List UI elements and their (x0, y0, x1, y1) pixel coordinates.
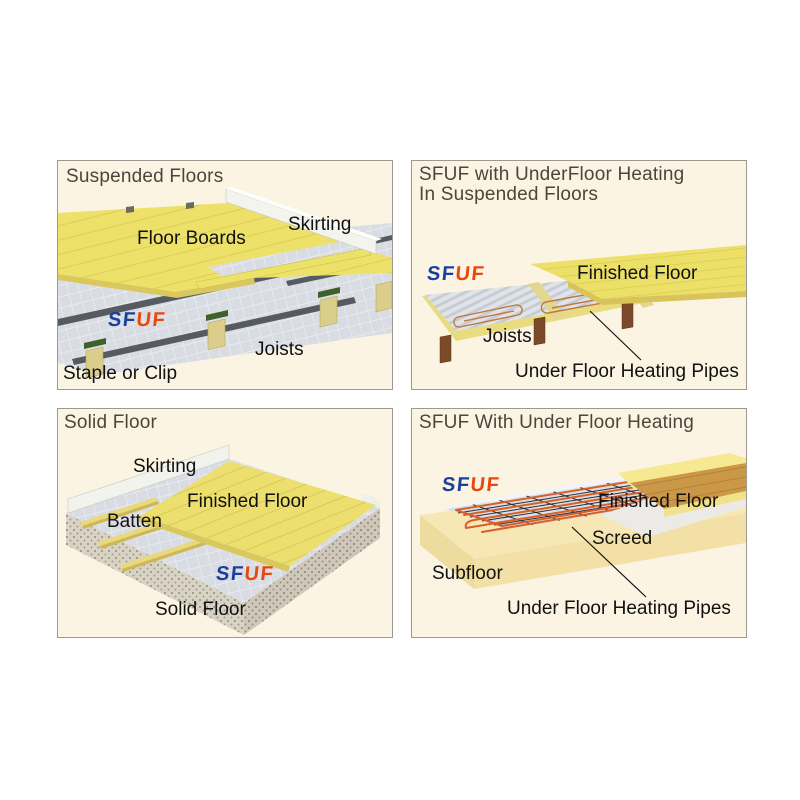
sfuf-logo-uf: UF (469, 474, 502, 496)
label-finished-floor: Finished Floor (577, 263, 698, 284)
skirting-board (225, 187, 382, 255)
label-finished-floor: Finished Floor (598, 491, 719, 512)
label-under-floor-heating-pipes: Under Floor Heating Pipes (515, 361, 739, 382)
suspended-floors-diagram (58, 187, 392, 379)
floor-boards-surface (58, 202, 392, 298)
panel-title-line2: In Suspended Floors (419, 184, 599, 205)
joist-posts (85, 280, 392, 379)
panel-suspended-floors: Suspended Floors Floor Boards Skirting S… (57, 160, 393, 390)
sfuf-logo: SFUF (106, 309, 168, 331)
loose-floor-board (195, 239, 372, 290)
label-finished-floor: Finished Floor (187, 491, 308, 512)
label-subfloor: Subfloor (432, 563, 503, 584)
panel-title: Solid Floor (64, 412, 158, 433)
label-under-floor-heating-pipes: Under Floor Heating Pipes (507, 598, 731, 619)
finished-floor-surface (618, 453, 746, 517)
joist-posts (439, 300, 634, 364)
label-joists: Joists (483, 326, 532, 347)
panel-solid-floor: Solid Floor Skirting Finished Floor Batt… (57, 408, 393, 638)
sfuf-logo-uf: UF (135, 309, 168, 331)
panel-title: SFUF With Under Floor Heating (419, 412, 695, 433)
sfuf-heating-solid-diagram (420, 453, 746, 598)
sfuf-logo: SFUF (440, 474, 502, 496)
sfuf-logo-sf: SF (106, 309, 138, 331)
sfuf-logo-sf: SF (425, 263, 457, 285)
sfuf-logo: SFUF (214, 563, 276, 585)
label-screed: Screed (592, 528, 653, 549)
panel-sfuf-heating-suspended: SFUF with UnderFloor Heating In Suspende… (411, 160, 747, 390)
label-staple-or-clip: Staple or Clip (63, 363, 178, 384)
finished-floor-surface (530, 245, 746, 305)
heating-pipes-pointer-line (589, 310, 642, 361)
sfuf-logo-uf: UF (454, 263, 487, 285)
sfuf-heating-suspended-diagram (422, 245, 746, 364)
label-batten: Batten (107, 511, 162, 532)
sfuf-logo-sf: SF (214, 563, 246, 585)
panel-title: Suspended Floors (66, 166, 224, 187)
label-skirting: Skirting (288, 214, 352, 235)
label-joists: Joists (255, 339, 304, 360)
label-solid-floor: Solid Floor (155, 599, 246, 620)
heating-pipes-pointer-line (571, 526, 647, 598)
label-skirting: Skirting (133, 456, 197, 477)
panel-title-line1: SFUF with UnderFloor Heating (419, 164, 685, 185)
sfuf-logo-uf: UF (243, 563, 276, 585)
sfuf-logo-sf: SF (440, 474, 472, 496)
finished-floor-surface (138, 461, 376, 572)
skirting-board (67, 444, 380, 514)
sfuf-logo: SFUF (425, 263, 487, 285)
label-floor-boards: Floor Boards (137, 228, 246, 249)
solid-floor-diagram (66, 444, 380, 635)
panel-sfuf-heating-solid: SFUF With Under Floor Heating SFUF Finis… (411, 408, 747, 638)
